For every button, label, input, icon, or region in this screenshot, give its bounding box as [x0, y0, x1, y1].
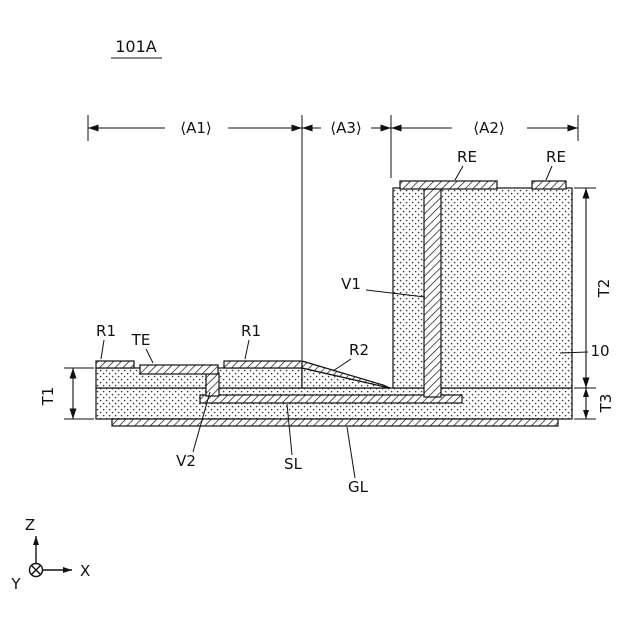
label-te: TE [131, 331, 151, 349]
dim-t3-label: T3 [597, 394, 615, 414]
leader-body-10 [559, 351, 589, 354]
raised-dielectric-block-10 [392, 187, 573, 389]
label-re-left: RE [457, 148, 477, 166]
ground-layer-gl [111, 418, 559, 427]
dim-a3-label: ⟨A3⟩ [330, 119, 362, 137]
resist-layer-r1-mid [223, 360, 303, 369]
y-axis-cross-2 [31, 565, 41, 575]
label-gl: GL [348, 478, 369, 496]
leader-gl [346, 426, 356, 479]
dim-a1-label: ⟨A1⟩ [180, 119, 212, 137]
resist-layer-r1-left [95, 360, 135, 369]
dim-t1-label: T1 [39, 387, 57, 407]
electrode-re-right [531, 180, 567, 190]
leader-v1 [365, 289, 426, 298]
leader-v2 [192, 391, 211, 453]
dim-t2-label: T2 [595, 279, 613, 299]
axis-label-y: Y [10, 575, 21, 593]
label-sl: SL [284, 455, 303, 473]
figure-title: 101A [115, 37, 157, 56]
electrode-te [139, 364, 219, 375]
leader-r2 [332, 358, 352, 372]
label-body-10: 10 [590, 342, 609, 360]
axis-label-x: X [80, 562, 90, 580]
label-v1: V1 [341, 275, 361, 293]
leader-re-right [545, 165, 553, 181]
electrode-re-left [399, 180, 498, 190]
label-r1-left: R1 [96, 322, 116, 340]
label-r2: R2 [349, 341, 369, 359]
label-v2: V2 [176, 452, 196, 470]
leader-re-left [454, 165, 464, 181]
via-v2 [205, 372, 220, 397]
leader-sl [286, 403, 293, 456]
leader-r1-mid [244, 339, 250, 360]
label-r1-mid: R1 [241, 322, 261, 340]
leader-r1-left [100, 339, 105, 360]
label-re-right: RE [546, 148, 566, 166]
leader-te [145, 348, 154, 364]
signal-line-sl [199, 394, 463, 404]
via-v1 [423, 188, 442, 398]
dim-a2-label: ⟨A2⟩ [473, 119, 505, 137]
resist-layer-r2-slope [301, 360, 391, 389]
axis-label-z: Z [25, 516, 35, 534]
